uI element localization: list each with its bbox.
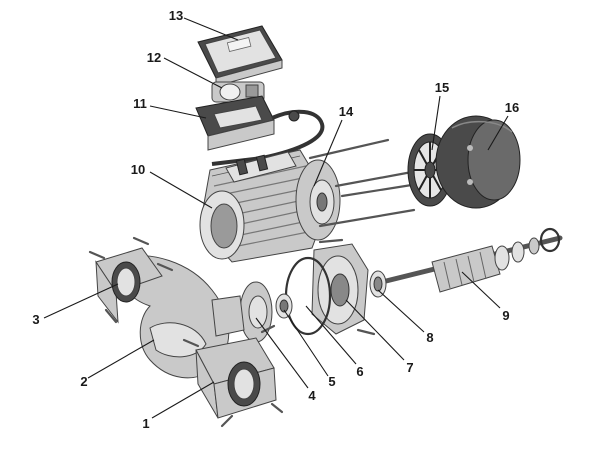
callout-15: 15 (435, 80, 449, 95)
callout-5: 5 (328, 374, 335, 389)
callout-1: 1 (142, 416, 149, 431)
callout-10: 10 (131, 162, 145, 177)
part-terminal-box-cover (197, 25, 283, 87)
callout-8: 8 (426, 330, 433, 345)
callout-9: 9 (502, 308, 509, 323)
callout-4: 4 (308, 388, 316, 403)
part-end-shield (295, 159, 341, 241)
part-mechanical-seal (369, 270, 387, 298)
part-pump-body (119, 255, 245, 379)
callout-6: 6 (356, 364, 363, 379)
leader-lines (43, 17, 509, 419)
callout-2: 2 (80, 374, 87, 389)
part-rotor-shaft (379, 227, 563, 293)
callout-12: 12 (147, 50, 161, 65)
part-casing-cover (239, 281, 273, 343)
part-discharge-flange (182, 324, 284, 428)
part-motor-housing (199, 149, 331, 263)
callout-11: 11 (133, 96, 147, 111)
part-fan-cover (435, 115, 521, 209)
part-impeller (275, 293, 293, 319)
part-terminal-box-base (195, 95, 325, 166)
callout-14: 14 (339, 104, 354, 119)
part-suction-flange (88, 236, 174, 324)
part-bracket (311, 238, 376, 336)
callout-3: 3 (32, 312, 39, 327)
callout-labels: 1 2 3 4 5 6 7 8 9 10 11 12 13 14 15 16 (32, 8, 519, 431)
callout-16: 16 (505, 100, 519, 115)
callout-7: 7 (406, 360, 413, 375)
part-tie-bolts (308, 138, 420, 228)
callout-13: 13 (169, 8, 183, 23)
